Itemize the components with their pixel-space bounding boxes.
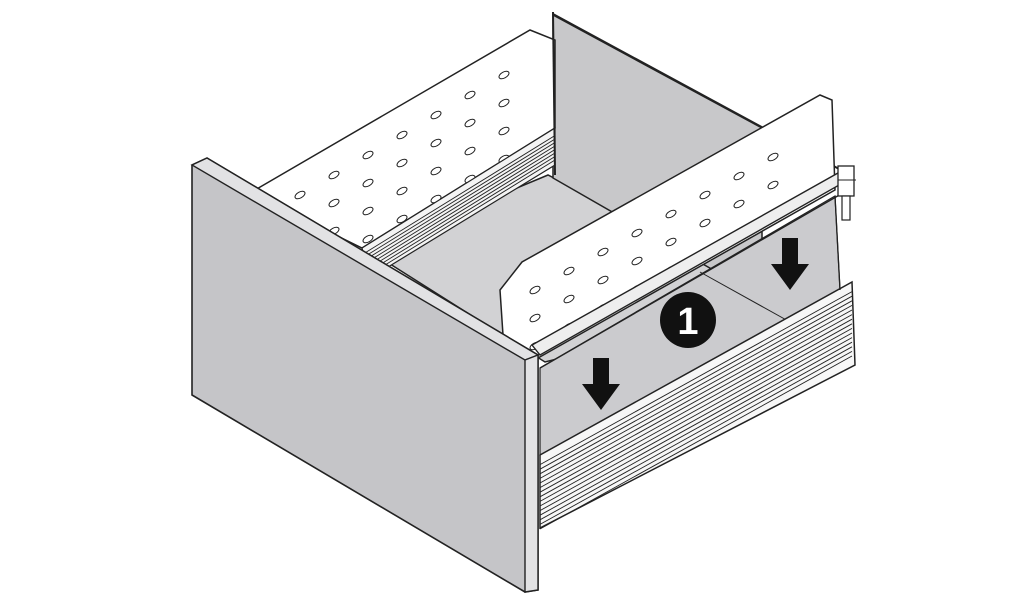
- perforation-hole: [430, 166, 442, 176]
- down-arrow-icon: [771, 238, 809, 290]
- profile-rib: [539, 351, 853, 525]
- perforation-hole: [767, 180, 779, 190]
- perforation-hole: [767, 152, 779, 162]
- profile-rib: [539, 337, 853, 511]
- profile-rib: [539, 291, 853, 465]
- perforation-hole: [396, 186, 408, 196]
- perforation-hole: [563, 266, 575, 276]
- perforation-hole: [294, 190, 306, 200]
- profile-rib: [363, 152, 556, 272]
- perforation-hole: [328, 170, 340, 180]
- perforation-hole: [529, 313, 541, 323]
- profile-rib: [363, 156, 556, 275]
- perforation-hole: [498, 98, 510, 108]
- down-arrow-icon: [582, 358, 620, 410]
- profile-rib: [539, 314, 853, 488]
- profile-rib: [539, 332, 853, 507]
- perforation-hole: [498, 70, 510, 80]
- inner-fold-line: [699, 271, 791, 323]
- arrow-shape: [771, 238, 809, 290]
- perforation-hole: [665, 237, 677, 247]
- profile-rib: [539, 323, 853, 498]
- perforation-hole: [396, 130, 408, 140]
- perforation-hole: [464, 118, 476, 128]
- perforation-hole: [464, 146, 476, 156]
- perforation-hole: [430, 138, 442, 148]
- profile-rib: [363, 142, 556, 261]
- perforation-hole: [362, 234, 374, 244]
- perforation-hole: [733, 199, 745, 209]
- profile-rib: [539, 355, 853, 530]
- perforation-hole: [362, 150, 374, 160]
- perforation-hole: [699, 190, 711, 200]
- step-marker: 1: [660, 292, 716, 348]
- profile-rib: [363, 135, 556, 254]
- profile-rib: [539, 341, 853, 516]
- perforation-hole: [498, 126, 510, 136]
- front-top-rail-edge: [539, 189, 849, 369]
- drawer-front-panel-side-edge: [524, 353, 539, 593]
- arrow-shape: [582, 358, 620, 410]
- perforation-hole: [733, 171, 745, 181]
- left-profile-ribs: [363, 135, 556, 279]
- perforation-hole: [597, 247, 609, 257]
- perforation-hole: [597, 275, 609, 285]
- profile-rib: [539, 309, 853, 484]
- front-profile-ribs: [539, 291, 853, 530]
- perforation-hole: [563, 294, 575, 304]
- perforation-hole: [699, 218, 711, 228]
- profile-rib: [363, 138, 556, 258]
- perforation-hole: [665, 209, 677, 219]
- perforation-hole: [362, 206, 374, 216]
- perforation-hole: [430, 110, 442, 120]
- back-rail-rod: [552, 11, 556, 176]
- perforation-hole: [529, 285, 541, 295]
- profile-rib: [363, 145, 556, 265]
- profile-rib: [539, 300, 853, 475]
- perforation-hole: [396, 158, 408, 168]
- perforation-hole: [328, 198, 340, 208]
- profile-rib: [539, 328, 853, 502]
- step-marker-label: 1: [677, 301, 698, 343]
- perforation-hole: [631, 256, 643, 266]
- profile-rib: [539, 295, 853, 470]
- perforation-hole: [362, 178, 374, 188]
- profile-rib: [539, 346, 853, 521]
- step-marker-circle: [660, 292, 716, 348]
- profile-rib: [363, 149, 556, 268]
- perforation-hole: [464, 90, 476, 100]
- rail-bracket-hardware: [837, 165, 856, 221]
- right-side-edge: [834, 195, 841, 291]
- profile-rib: [539, 305, 853, 479]
- perforation-hole: [631, 228, 643, 238]
- profile-rib: [539, 318, 853, 493]
- profile-rib: [363, 159, 556, 279]
